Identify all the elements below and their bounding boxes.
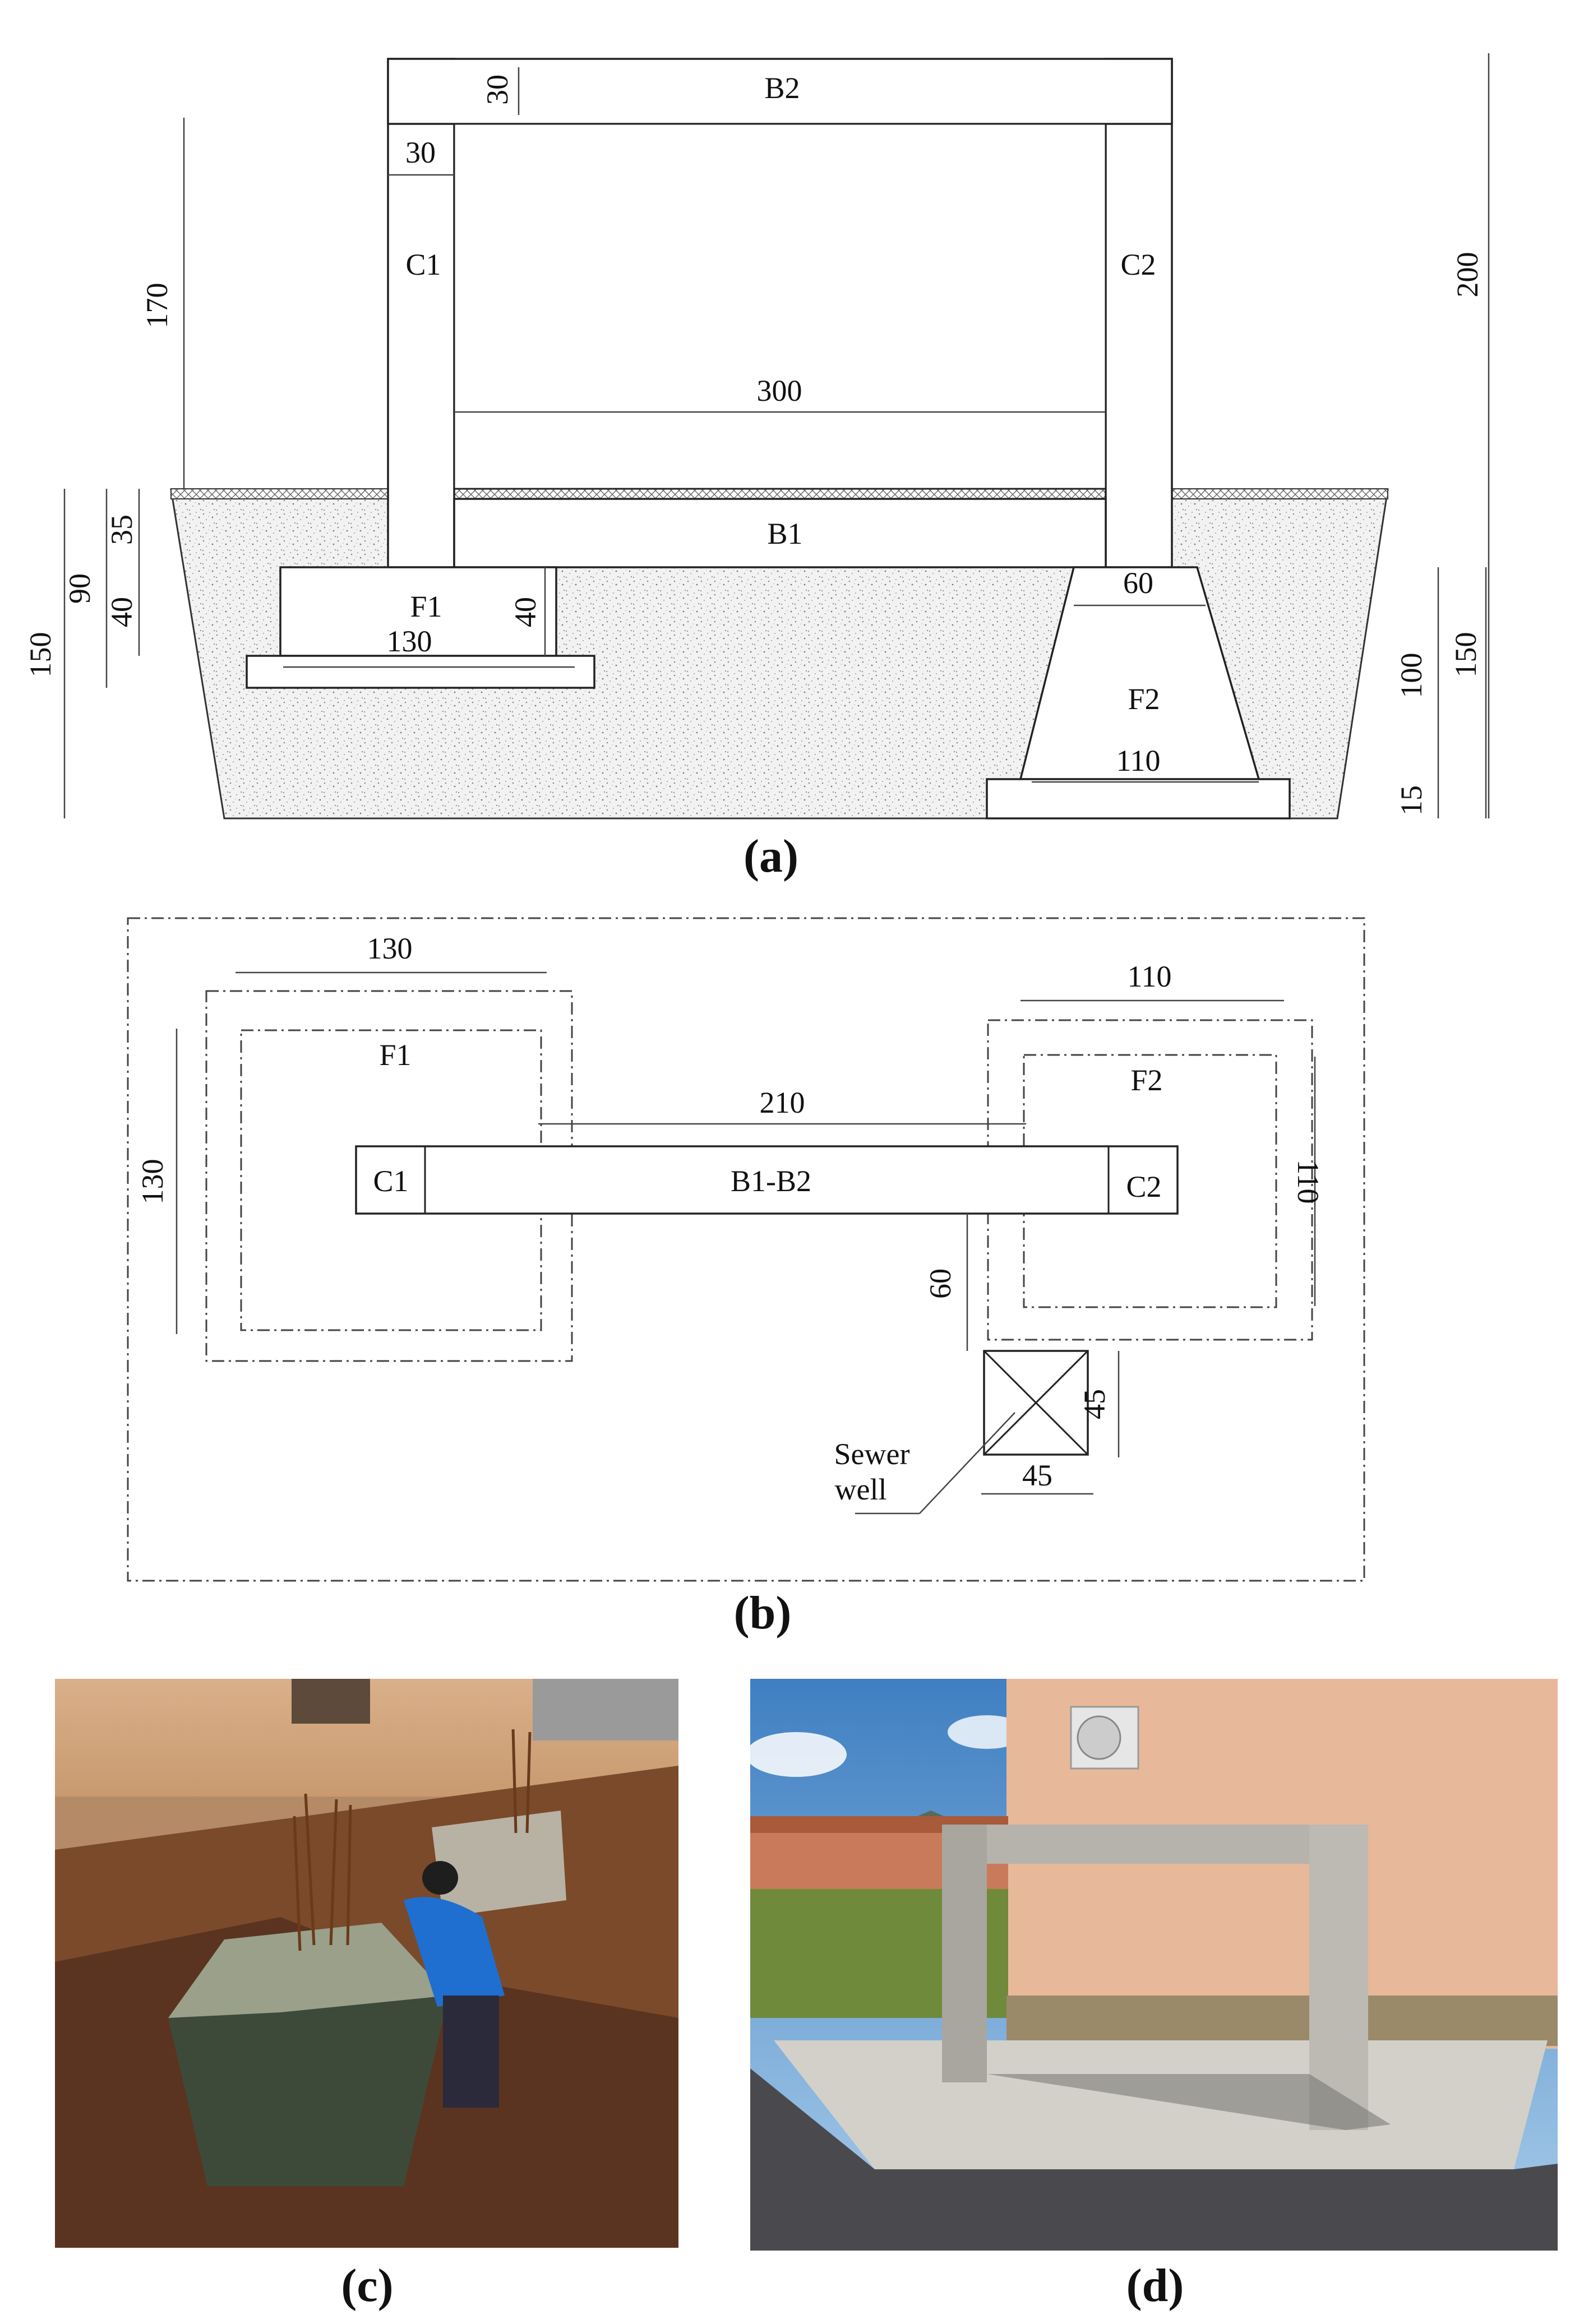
dim-35: 35 [105, 515, 138, 545]
dim-beam-depth: 30 [481, 75, 514, 105]
caption-c: (c) [341, 2260, 393, 2312]
plan-dim-f2-width: 110 [1128, 960, 1172, 993]
plan-label-f2: F2 [1130, 1063, 1162, 1097]
dim-150-left: 150 [24, 632, 57, 678]
caption-b: (b) [734, 1587, 792, 1639]
footing-f1-body [279, 566, 557, 657]
sewer-well-label-2: well [835, 1473, 887, 1506]
dim-f1-width: 130 [387, 624, 432, 658]
plan-dim-well-width: 45 [1022, 1459, 1052, 1492]
panel-b-plan: F1 F2 C1 C2 B1-B2 Sewer well 130 130 110… [127, 917, 1365, 1639]
plan-boundary [127, 917, 1365, 1582]
plan-dim-f2-height: 110 [1291, 1160, 1325, 1204]
dim-total-height: 200 [1451, 252, 1484, 298]
dim-f1-depth: 40 [509, 597, 542, 627]
ground-surface-hatch [170, 488, 1388, 499]
dim-col-height: 170 [140, 283, 174, 328]
dim-span: 300 [757, 374, 802, 408]
beam-b1-b2-plan [355, 1145, 1179, 1215]
label-b1: B1 [767, 517, 802, 550]
plan-dim-f1-height: 130 [136, 1159, 169, 1205]
panel-a-elevation: B2 C1 C2 B1 F1 F2 30 30 170 300 200 35 9… [24, 53, 1490, 882]
plan-label-c2: C2 [1126, 1170, 1161, 1203]
plan-label-c1: C1 [373, 1164, 408, 1198]
dim-f2-base: 110 [1116, 744, 1161, 777]
label-c2: C2 [1120, 248, 1156, 281]
label-b2: B2 [764, 71, 800, 105]
frame-void [453, 123, 1107, 490]
footing-f1-plate [246, 655, 595, 689]
footing-f2-plate [986, 778, 1291, 820]
f2-outer-outline [987, 1019, 1313, 1341]
plan-dim-f1-width: 130 [367, 932, 413, 965]
label-f2: F2 [1128, 682, 1160, 716]
dim-f2-top: 60 [1123, 566, 1153, 600]
dim-100: 100 [1394, 653, 1428, 698]
dim-150-right: 150 [1449, 632, 1483, 678]
label-f1: F1 [410, 590, 442, 623]
dim-15: 15 [1394, 785, 1428, 816]
plan-dim-210: 210 [760, 1086, 805, 1119]
photo-c-footing-f1 [432, 1811, 566, 1917]
caption-a: (a) [744, 830, 798, 882]
photo-d-column-right [1309, 1825, 1368, 2130]
photo-c-excavation: (c) [55, 1679, 678, 2312]
label-c1: C1 [405, 248, 441, 281]
photo-d-beam [942, 1825, 1368, 1864]
beam-b1 [453, 498, 1107, 568]
plan-dim-60: 60 [923, 1269, 957, 1299]
dim-col-width: 30 [405, 136, 436, 169]
plan-label-beam: B1-B2 [731, 1164, 811, 1198]
photo-d-completed-frame: (d) [746, 1679, 1558, 2312]
caption-d: (d) [1126, 2260, 1184, 2312]
plan-label-f1: F1 [379, 1038, 411, 1072]
plan-dim-well-height: 45 [1078, 1389, 1111, 1419]
column-c2 [1105, 58, 1173, 568]
dim-40-left: 40 [105, 597, 138, 627]
column-c1 [387, 58, 455, 568]
dim-90: 90 [63, 573, 96, 604]
photo-d-column-left [942, 1825, 987, 2082]
sewer-well-label-1: Sewer [834, 1437, 910, 1471]
